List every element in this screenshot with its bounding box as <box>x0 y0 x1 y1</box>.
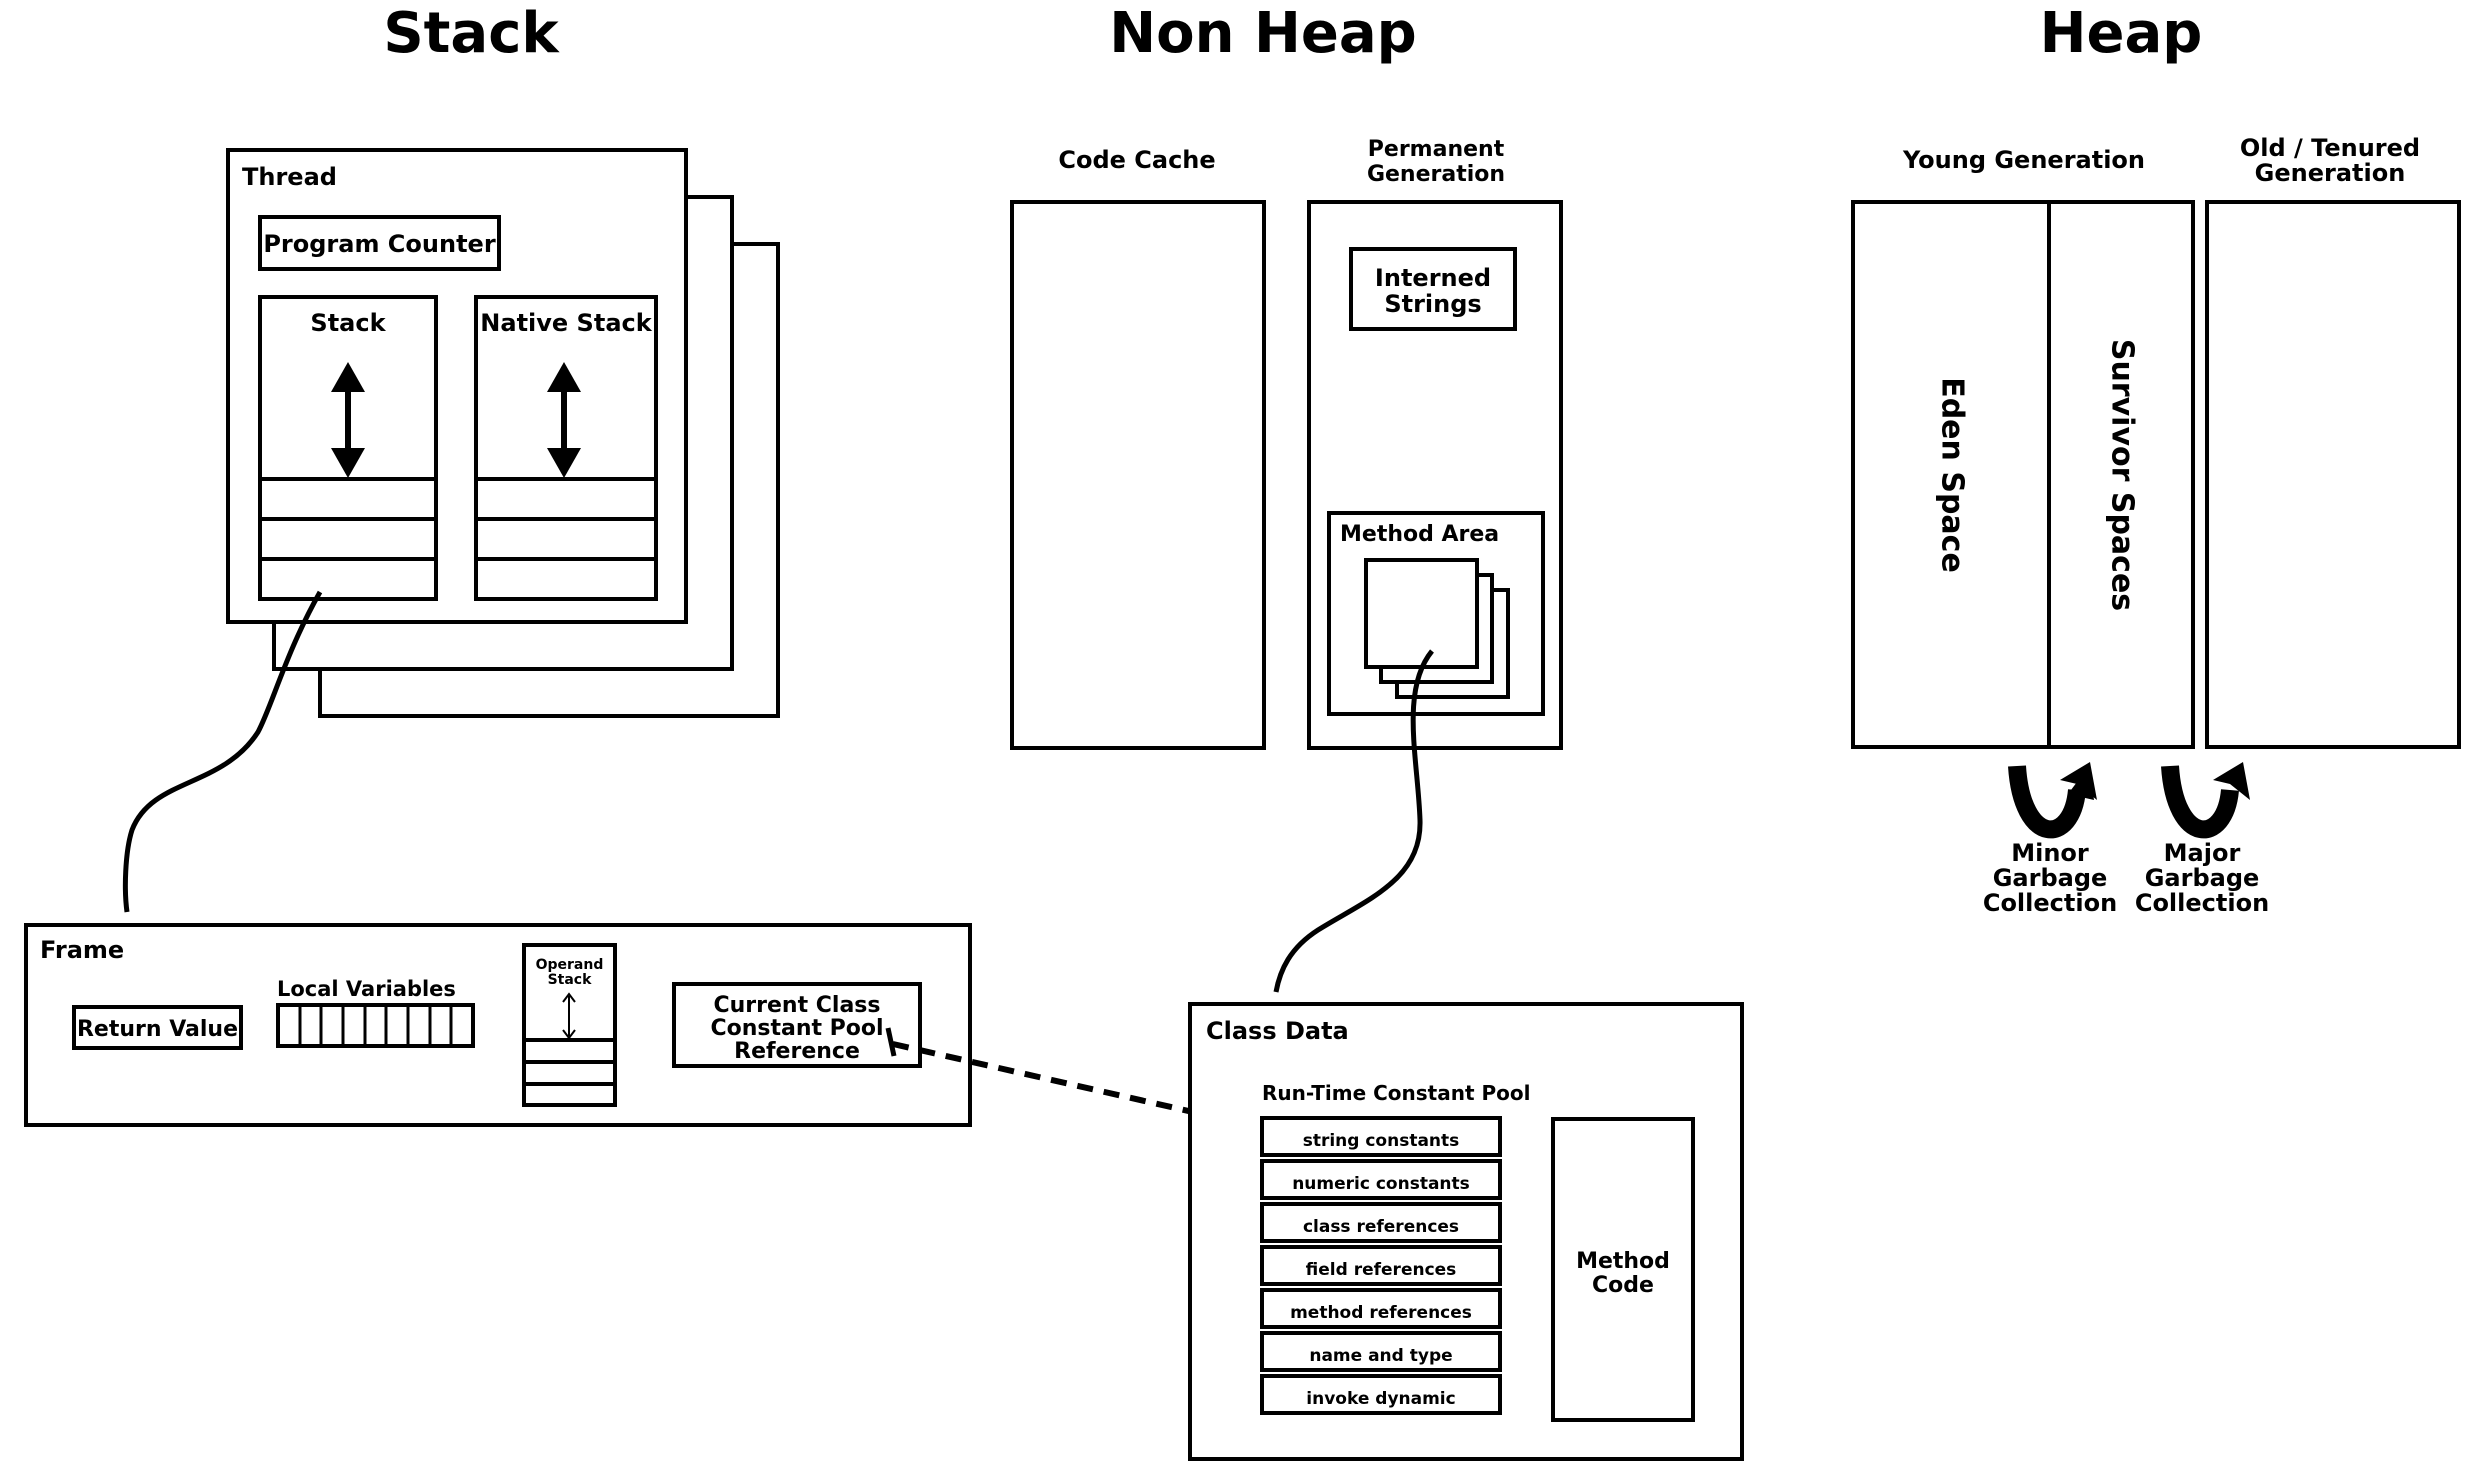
minor-gc-label-line3: Collection <box>1983 889 2117 917</box>
local-variables-label: Local Variables <box>277 977 456 1001</box>
pool-item <box>1260 1374 1502 1415</box>
pool-item <box>1260 1331 1502 1372</box>
constant-pool-reference-arrow <box>892 1041 1254 1138</box>
permanent-generation-label-line2: Generation <box>1367 162 1505 187</box>
return-value-label: Return Value <box>77 1017 238 1042</box>
native-stack-label: Native Stack <box>480 309 652 337</box>
code-cache-label: Code Cache <box>1058 146 1215 174</box>
return-value-box <box>72 1005 243 1050</box>
minor-gc-label-line2: Garbage <box>1993 864 2108 892</box>
old-generation-label-line2: Generation <box>2255 159 2406 187</box>
pool-item-label: class references <box>1303 1217 1459 1237</box>
old-generation-label-line1: Old / Tenured <box>2240 134 2420 162</box>
pool-item-label: field references <box>1306 1260 1457 1280</box>
method-area-label: Method Area <box>1340 522 1499 547</box>
minor-gc-arrow-icon <box>2008 762 2097 839</box>
pool-item <box>1260 1202 1502 1243</box>
major-gc-label-line3: Collection <box>2135 889 2269 917</box>
eden-space-label: Eden Space <box>1935 377 1970 573</box>
current-class-ref-box <box>672 982 922 1068</box>
pool-item <box>1260 1116 1502 1157</box>
minor-gc-label-line1: Minor <box>2011 839 2089 867</box>
section-title-non-heap: Non Heap <box>1109 1 1416 66</box>
pool-item-label: string constants <box>1303 1131 1460 1151</box>
program-counter-box <box>258 215 501 271</box>
method-code-line1: Method <box>1576 1249 1670 1274</box>
young-generation-label: Young Generation <box>1902 146 2145 174</box>
runtime-constant-pool-label: Run-Time Constant Pool <box>1262 1081 1530 1105</box>
pool-item-label: method references <box>1290 1303 1472 1323</box>
current-class-ref-line3: Reference <box>734 1039 860 1064</box>
program-counter-label: Program Counter <box>263 230 496 258</box>
current-class-ref-line1: Current Class <box>714 993 881 1018</box>
major-gc-arrow-icon <box>2161 762 2250 839</box>
constant-pool-list: string constants numeric constants class… <box>1260 1116 1502 1415</box>
class-data-stack-icon <box>1364 558 1510 699</box>
current-class-ref-line2: Constant Pool <box>710 1016 883 1041</box>
reference-tick <box>885 1027 897 1057</box>
operand-stack-label-line1: Operand <box>536 957 604 973</box>
frame-group: Frame Return Value Local Variables Opera… <box>24 923 972 1127</box>
young-generation-box <box>1851 200 2195 749</box>
pool-item-label: invoke dynamic <box>1306 1389 1455 1409</box>
major-gc-label-line2: Garbage <box>2145 864 2260 892</box>
native-stack-bidirectional-arrow-icon <box>547 362 581 478</box>
old-generation-box <box>2205 200 2461 749</box>
section-title-stack: Stack <box>383 1 560 66</box>
stack-to-frame-connector <box>122 590 323 913</box>
stack-label: Stack <box>310 309 386 337</box>
thread-stack-group: Thread Program Counter Stack Native Stac… <box>226 148 780 718</box>
pool-item <box>1260 1159 1502 1200</box>
permanent-generation-label-line1: Permanent <box>1368 137 1505 162</box>
thread-title: Thread <box>242 163 337 191</box>
class-data-group: Class Data Run-Time Constant Pool string… <box>1188 1002 1744 1461</box>
frame-title: Frame <box>40 936 124 964</box>
survivor-spaces-label: Survivor Spaces <box>2105 339 2140 611</box>
pool-item-label: numeric constants <box>1292 1174 1470 1194</box>
operand-stack-label-line2: Stack <box>548 972 593 988</box>
pool-item <box>1260 1245 1502 1286</box>
stack-bidirectional-arrow-icon <box>331 362 365 478</box>
pool-item-label: name and type <box>1309 1346 1452 1366</box>
method-area-to-class-data-connector <box>1273 649 1434 993</box>
section-title-heap: Heap <box>2040 1 2203 66</box>
method-code-box <box>1551 1117 1695 1422</box>
interned-strings-box <box>1349 247 1517 331</box>
interned-strings-line2: Strings <box>1384 290 1481 318</box>
class-data-title: Class Data <box>1206 1017 1349 1045</box>
code-cache-box <box>1010 200 1266 750</box>
local-variables-array <box>276 1003 475 1048</box>
pool-item <box>1260 1288 1502 1329</box>
method-code-line2: Code <box>1592 1273 1654 1298</box>
major-gc-label-line1: Major <box>2164 839 2241 867</box>
interned-strings-line1: Interned <box>1375 264 1491 292</box>
